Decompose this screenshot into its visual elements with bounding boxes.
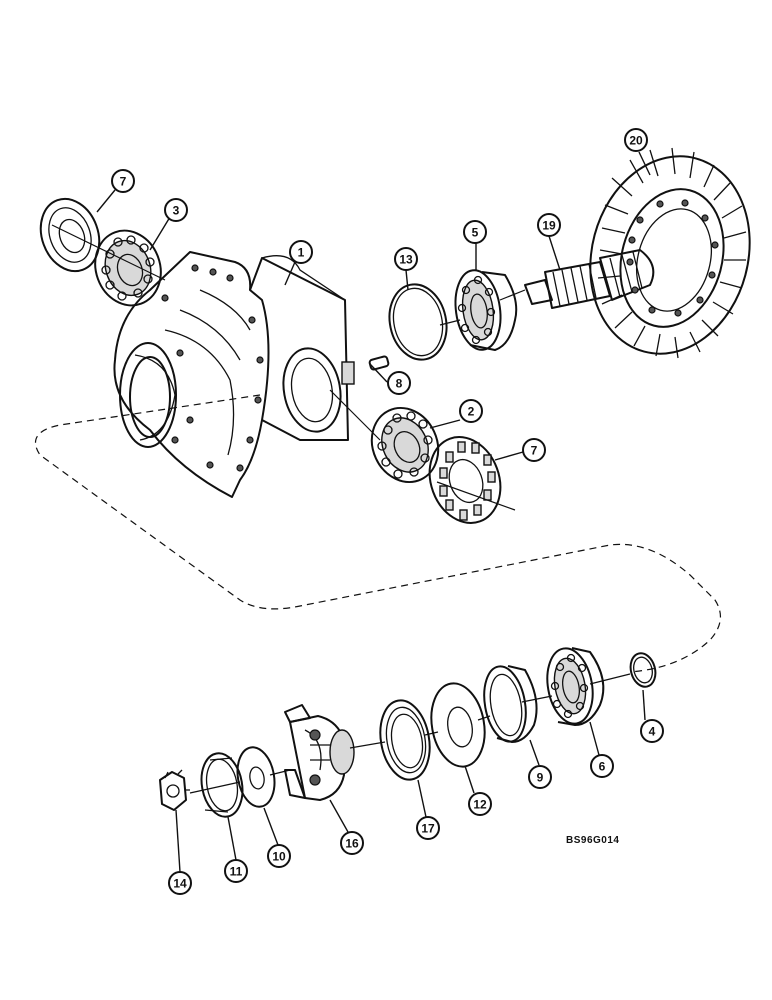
- callout-label: 7: [120, 175, 127, 189]
- callout-4[interactable]: 4: [640, 719, 664, 743]
- callout-label: 20: [629, 134, 643, 148]
- callout-label: 11: [230, 865, 243, 879]
- leader-lines: [96, 151, 651, 873]
- part-7-thrust-washer[interactable]: [418, 427, 512, 533]
- callout-7-lower[interactable]: 7: [522, 438, 546, 462]
- callout-label: 10: [272, 850, 286, 864]
- callout-11[interactable]: 11: [224, 859, 248, 883]
- part-17-seal[interactable]: [374, 696, 435, 783]
- callout-label: 1: [298, 246, 305, 260]
- callout-label: 14: [173, 877, 187, 891]
- upper-axis-line: [51, 224, 526, 511]
- callout-8[interactable]: 8: [387, 371, 411, 395]
- callout-7-upper[interactable]: 7: [111, 169, 135, 193]
- callout-label: 3: [173, 204, 180, 218]
- figure-reference-code: BS96G014: [566, 835, 619, 846]
- part-13-snap-ring[interactable]: [383, 279, 454, 365]
- callout-label: 9: [537, 771, 544, 785]
- part-2-bearing[interactable]: [360, 397, 450, 493]
- part-20-ring-gear[interactable]: [569, 138, 771, 372]
- callout-label: 12: [473, 798, 487, 812]
- callout-label: 5: [472, 226, 479, 240]
- callout-12[interactable]: 12: [468, 792, 492, 816]
- callout-20[interactable]: 20: [624, 128, 648, 152]
- part-6-bearing[interactable]: [542, 645, 605, 727]
- callout-16[interactable]: 16: [340, 831, 364, 855]
- callout-label: 4: [649, 725, 656, 739]
- assembly-connector-line: [35, 394, 721, 673]
- callout-label: 16: [345, 837, 359, 851]
- callout-10[interactable]: 10: [267, 844, 291, 868]
- callout-5[interactable]: 5: [463, 220, 487, 244]
- part-14-castle-nut[interactable]: [159, 769, 190, 811]
- part-8-pin[interactable]: [368, 355, 390, 371]
- callout-19[interactable]: 19: [537, 213, 561, 237]
- part-1-differential-housing[interactable]: [113, 251, 355, 498]
- callout-label: 17: [421, 822, 435, 836]
- callout-2[interactable]: 2: [459, 399, 483, 423]
- callout-17[interactable]: 17: [416, 816, 440, 840]
- callout-label: 8: [396, 377, 403, 391]
- part-5-bearing[interactable]: [451, 267, 518, 352]
- callout-6[interactable]: 6: [590, 754, 614, 778]
- callout-label: 13: [399, 253, 413, 267]
- part-9-bearing-cup[interactable]: [479, 663, 538, 745]
- part-19-pinion-shaft[interactable]: [524, 249, 655, 309]
- part-16-yoke[interactable]: [284, 704, 355, 801]
- callout-label: 2: [468, 405, 475, 419]
- callout-13[interactable]: 13: [394, 247, 418, 271]
- lower-axis-line: [189, 673, 631, 794]
- callout-9[interactable]: 9: [528, 765, 552, 789]
- callout-label: 19: [542, 219, 556, 233]
- callout-3[interactable]: 3: [164, 198, 188, 222]
- callout-1[interactable]: 1: [289, 240, 313, 264]
- callout-14[interactable]: 14: [168, 871, 192, 895]
- part-3-bearing[interactable]: [85, 221, 171, 314]
- callout-label: 6: [599, 760, 606, 774]
- part-12-shim[interactable]: [425, 679, 491, 771]
- part-4-snap-ring[interactable]: [627, 650, 659, 689]
- part-7-seal-upper[interactable]: [31, 191, 109, 280]
- callout-label: 7: [531, 444, 538, 458]
